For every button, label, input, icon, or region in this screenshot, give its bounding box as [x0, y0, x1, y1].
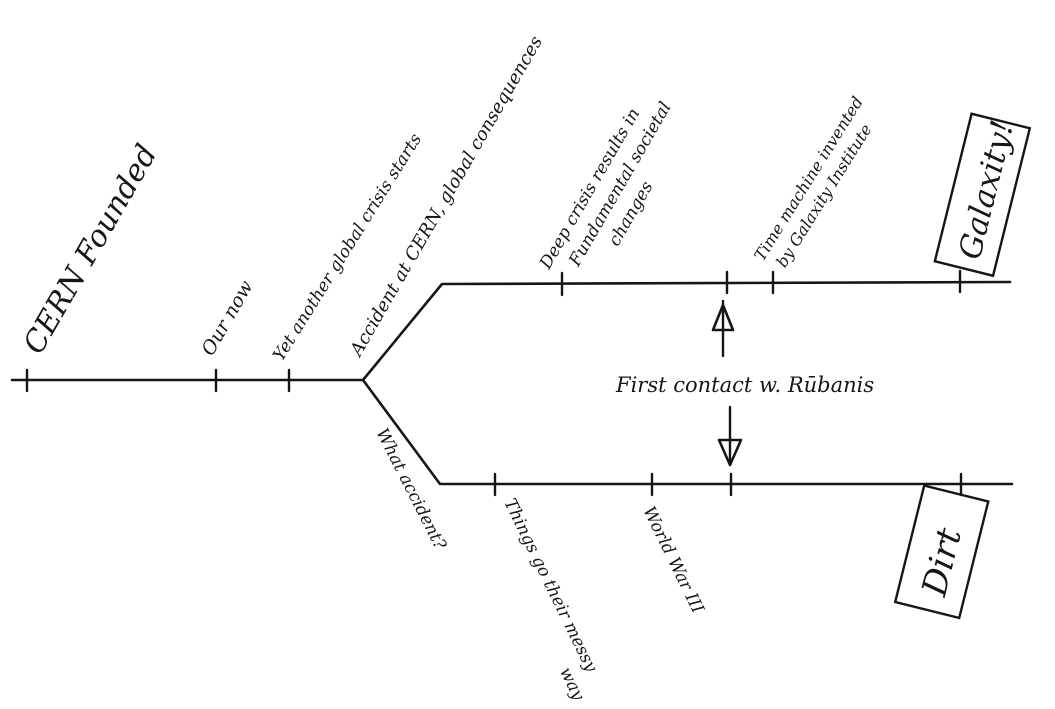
- first-contact-down-arrow: [717, 405, 743, 467]
- label-cern-founded: CERN Founded: [17, 139, 165, 360]
- outcome-galaxity-label: Galaxity!: [952, 117, 1021, 263]
- label-yet-another-crisis: Yet another global crisis starts: [269, 130, 426, 365]
- outcome-galaxity: Galaxity!: [933, 112, 1032, 278]
- first-contact-up-arrow: [711, 299, 735, 358]
- upper-branch-line: [361, 280, 1012, 382]
- outcome-dirt: Dirt: [893, 484, 990, 620]
- label-first-contact: First contact w. Rūbanis: [615, 373, 874, 397]
- label-deep-crisis: Deep crisis results in Fundamental socie…: [536, 82, 700, 297]
- label-world-war-iii: World War III: [639, 503, 708, 616]
- label-time-machine: Time machine invented by Galaxity Instit…: [750, 89, 888, 276]
- lower-branch-line: [361, 378, 1014, 486]
- label-our-now: Our now: [197, 277, 257, 360]
- label-things-go-their-way: Things go their messy way: [478, 495, 610, 704]
- outcome-dirt-label: Dirt: [914, 524, 970, 601]
